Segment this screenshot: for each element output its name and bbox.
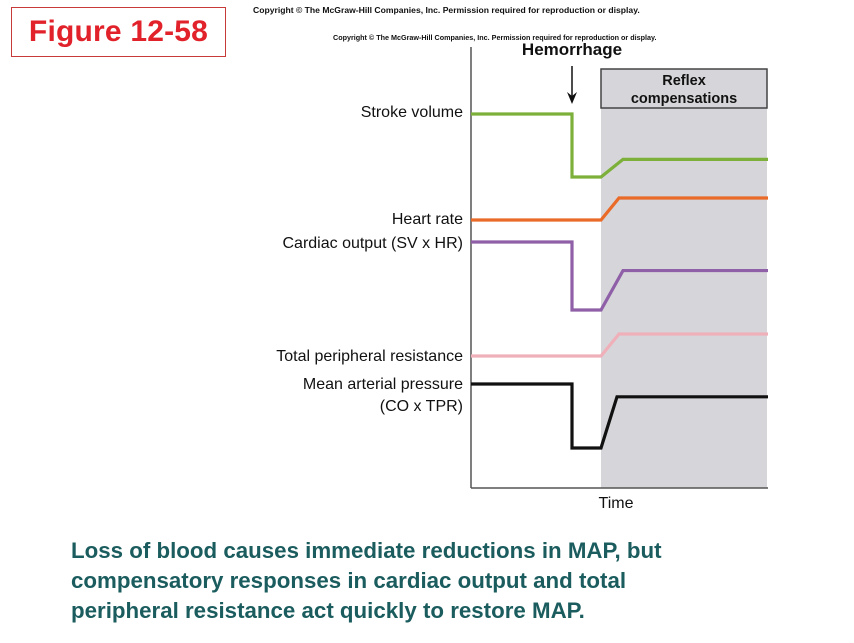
hemorrhage-label: Hemorrhage <box>522 40 622 59</box>
series-label-heart-rate: Heart rate <box>392 211 463 228</box>
series-line-mean-arterial-pressure <box>471 382 768 450</box>
figure-caption: Loss of blood causes immediate reduction… <box>71 536 831 626</box>
caption-line-3: peripheral resistance act quickly to res… <box>71 598 585 623</box>
reflex-label-line-1: Reflex <box>662 73 706 89</box>
series-line-cardiac-output <box>471 240 768 312</box>
series-label-stroke-volume: Stroke volume <box>361 104 463 121</box>
reflex-label-line-2: compensations <box>631 91 737 107</box>
copyright-notice-inner: Copyright © The McGraw-Hill Companies, I… <box>333 33 657 42</box>
series-label-mean-arterial-pressure-1: Mean arterial pressure <box>303 376 463 393</box>
caption-line-2: compensatory responses in cardiac output… <box>71 568 627 593</box>
hemorrhage-response-chart: Reflex compensations Time Hemorrhage Str… <box>276 40 768 512</box>
series-label-mean-arterial-pressure-2: (CO x TPR) <box>380 398 463 415</box>
series-line-total-peripheral-resistance <box>471 332 768 358</box>
series-line-stroke-volume <box>471 112 768 179</box>
series-label-cardiac-output: Cardiac output (SV x HR) <box>282 235 463 252</box>
hemorrhage-arrow-head <box>567 92 577 104</box>
copyright-notice-top: Copyright © The McGraw-Hill Companies, I… <box>253 5 640 15</box>
reflex-compensations-box <box>600 68 768 109</box>
series-label-total-peripheral-resistance: Total peripheral resistance <box>276 348 463 365</box>
series-line-heart-rate <box>471 196 768 222</box>
figure-label-text: Figure 12-58 <box>28 15 209 48</box>
figure-label: Figure 12-58 <box>11 7 226 57</box>
caption-line-1: Loss of blood causes immediate reduction… <box>71 538 662 563</box>
compensation-shaded-region <box>601 108 767 488</box>
x-axis-label: Time <box>599 495 634 512</box>
